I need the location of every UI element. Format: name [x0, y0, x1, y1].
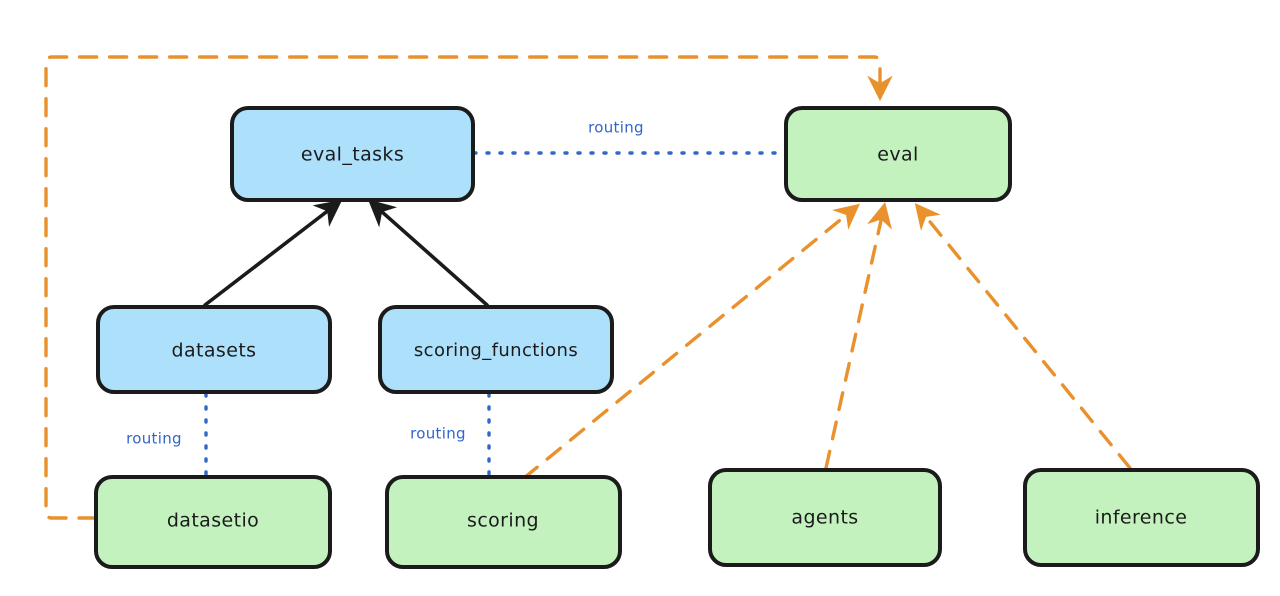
- edge-path-scoring-eval: [522, 203, 860, 480]
- edge-path-datasetio-eval: [44, 55, 893, 520]
- solid-edges: [203, 199, 489, 307]
- edge-scoring-eval[interactable]: [522, 203, 860, 480]
- node-label-datasets: datasets: [172, 340, 257, 362]
- edge-label-datasets-datasetio: routing: [126, 430, 182, 448]
- node-scoring[interactable]: scoring: [385, 475, 622, 569]
- edge-path-inference-eval: [914, 203, 1132, 470]
- node-shape-scoring_functions: [378, 305, 614, 394]
- node-eval[interactable]: eval: [784, 106, 1012, 202]
- edge-datasetio-eval[interactable]: [44, 55, 893, 520]
- node-shape-scoring: [385, 475, 622, 569]
- node-eval_tasks[interactable]: eval_tasks: [230, 106, 475, 202]
- edge-inference-eval[interactable]: [914, 203, 1132, 470]
- node-agents[interactable]: agents: [708, 468, 942, 567]
- dependency-edges: [44, 55, 1132, 520]
- node-label-datasetio: datasetio: [167, 510, 259, 532]
- node-shape-eval: [784, 106, 1012, 202]
- node-label-inference: inference: [1095, 507, 1188, 529]
- node-shape-inference: [1023, 468, 1260, 567]
- node-label-scoring_functions: scoring_functions: [414, 340, 578, 361]
- edge-scoring_functions-eval_tasks[interactable]: [367, 199, 489, 307]
- node-label-agents: agents: [791, 507, 858, 529]
- edge-agents-eval[interactable]: [824, 202, 893, 470]
- node-inference[interactable]: inference: [1023, 468, 1260, 567]
- edge-label-scoring_functions-scoring: routing: [410, 425, 466, 443]
- edge-path-agents-eval: [824, 202, 893, 470]
- node-shape-agents: [708, 468, 942, 567]
- edge-path-datasets-eval_tasks: [203, 199, 343, 307]
- node-shape-eval_tasks: [230, 106, 475, 202]
- edge-label-eval_tasks-eval: routing: [588, 119, 644, 137]
- routing-edges: [204, 151, 786, 476]
- edge-datasets-eval_tasks[interactable]: [203, 199, 343, 307]
- node-scoring_functions[interactable]: scoring_functions: [378, 305, 614, 394]
- node-datasets[interactable]: datasets: [96, 305, 332, 394]
- node-label-eval_tasks: eval_tasks: [301, 144, 404, 166]
- edge-labels: routing routing routing: [126, 119, 644, 448]
- node-label-eval: eval: [877, 144, 918, 166]
- edge-path-scoring_functions-eval_tasks: [367, 199, 489, 307]
- node-shape-datasetio: [94, 475, 332, 569]
- node-label-scoring: scoring: [467, 510, 539, 532]
- node-shape-datasets: [96, 305, 332, 394]
- node-datasetio[interactable]: datasetio: [94, 475, 332, 569]
